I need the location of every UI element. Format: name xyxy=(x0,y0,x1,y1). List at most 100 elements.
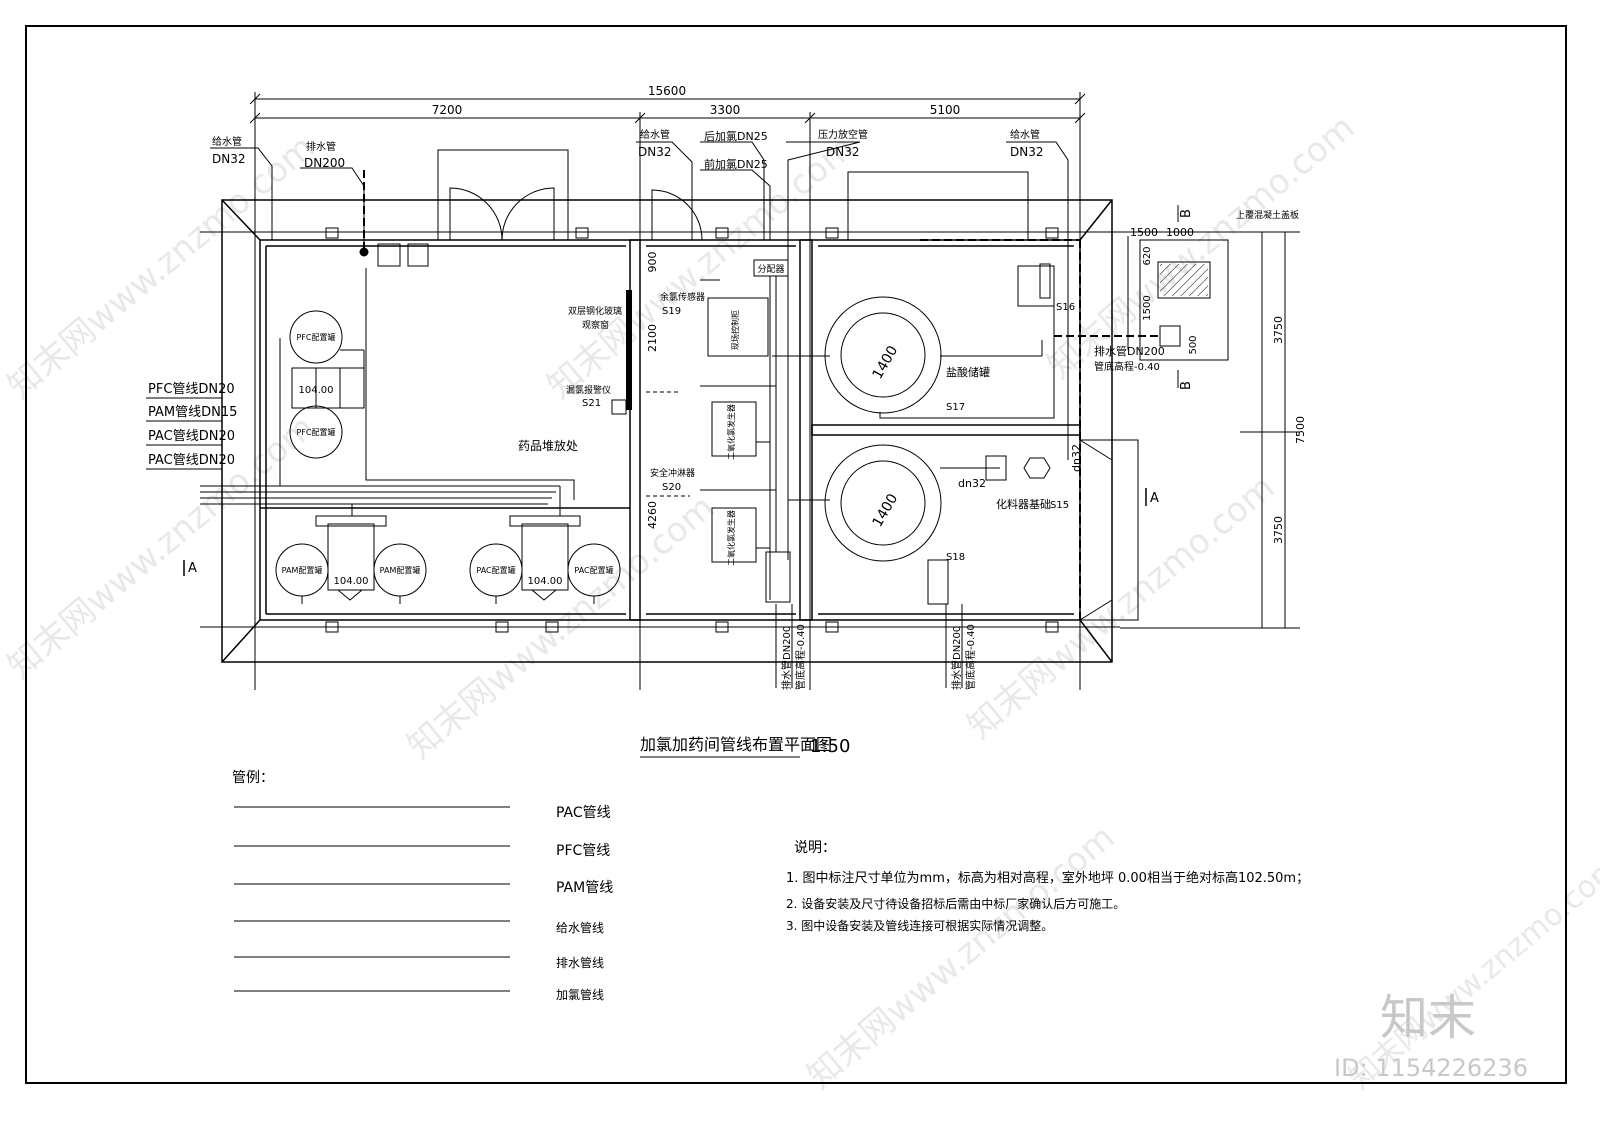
legend-lines xyxy=(234,806,510,992)
section-mark-a-left: A xyxy=(188,561,197,576)
pit-detail xyxy=(1120,205,1300,629)
chlorine-sensor-code: S19 xyxy=(662,306,681,317)
legend-item: PAC管线 xyxy=(556,805,611,821)
left-pipe-tag: PAM管线DN15 xyxy=(148,405,237,420)
window-label: 双层钢化玻璃 xyxy=(568,305,622,317)
alarm-label: 漏氯报警仪 xyxy=(566,384,611,396)
legend-heading: 管例： xyxy=(232,770,274,786)
watermark-logo: 知末 xyxy=(1380,990,1476,1046)
section-mark-b-bottom: B xyxy=(1179,381,1194,390)
storage-label: 药品堆放处 xyxy=(518,438,578,453)
s17-code: S17 xyxy=(946,402,965,413)
section-mark-a-right: A xyxy=(1150,491,1159,506)
pit-dim-1500: 1500 xyxy=(1130,226,1158,239)
shower-code: S20 xyxy=(662,482,681,493)
tank-dim-1: 1400 xyxy=(870,343,902,382)
legend-item: 给水管线 xyxy=(556,920,604,935)
dim-total: 15600 xyxy=(648,84,686,98)
pipe-tag-post-chlorine: 后加氯DN25 xyxy=(704,129,768,143)
left-pipe-tag: PAC管线DN20 xyxy=(148,453,235,468)
wall-columns xyxy=(325,227,1059,633)
cio2-generator-label: 二氧化氯发生器 xyxy=(726,510,736,566)
dim-seg2: 3300 xyxy=(710,103,741,117)
pfc-tank-label: PFC配置罐 xyxy=(296,332,335,342)
note-item: 1. 图中标注尺寸单位为mm，标高为相对高程，室外地坪 0.00相当于绝对标高1… xyxy=(786,870,1309,886)
drawing-scale: 1:50 xyxy=(810,736,850,757)
door-single xyxy=(651,189,703,241)
note-item: 2. 设备安装及尺寸待设备招标后需由中标厂家确认后方可施工。 xyxy=(786,896,1125,911)
pam-tank-label: PAM配置罐 xyxy=(380,565,421,575)
pit-hatch xyxy=(1160,264,1208,296)
left-room-equipment xyxy=(200,243,690,604)
pipe-tag-pre-chlorine: 前加氯DN25 xyxy=(704,157,768,171)
pipe-tag-water-left: 给水管 xyxy=(212,135,242,148)
annex-right-lower xyxy=(1079,439,1139,621)
pit-dim-1000: 1000 xyxy=(1166,226,1194,239)
drain-bottom-1: 排水管DN200 xyxy=(780,626,793,690)
dn32-tag-vertical: dn32 xyxy=(1070,444,1083,472)
building-walls xyxy=(221,199,1113,663)
window-label: 观察窗 xyxy=(582,319,609,331)
middle-room-equipment xyxy=(700,259,830,688)
tank-dim-2: 1400 xyxy=(870,491,902,530)
legend-item: PFC管线 xyxy=(556,843,610,859)
legend-item: 排水管线 xyxy=(556,955,604,970)
notes-heading: 说明： xyxy=(794,840,836,856)
drain-bottom-2: 排水管DN200 xyxy=(950,626,963,690)
dim-right-3750b: 3750 xyxy=(1272,516,1285,544)
dim-left-2100: 2100 xyxy=(646,324,659,352)
drain-right: 排水管DN200 xyxy=(1094,344,1165,358)
pipe-tag-water-right-size: DN32 xyxy=(1010,145,1044,159)
dim-right-3750a: 3750 xyxy=(1272,316,1285,344)
pipe-tag-drain-left: 排水管 xyxy=(306,140,336,153)
distributor-label: 分配器 xyxy=(757,264,784,275)
pit-slab-label: 上覆混凝土盖板 xyxy=(1236,209,1299,221)
watermark-text: 知末网www.znzmo.com xyxy=(1040,107,1362,386)
pac-platform-elev: 104.00 xyxy=(528,576,563,587)
drawing-frame xyxy=(25,25,1567,1084)
left-pipe-tag: PFC管线DN20 xyxy=(148,382,235,397)
pipe-tag-water-mid-size: DN32 xyxy=(638,145,672,159)
right-room-equipment xyxy=(824,239,1160,688)
pit-dim-500: 500 xyxy=(1188,335,1199,354)
pipe-tag-drain-left-size: DN200 xyxy=(304,156,345,170)
pfc-tank-label: PFC配置罐 xyxy=(296,427,335,437)
dim-seg3: 5100 xyxy=(930,103,961,117)
pipe-tag-water-left-size: DN32 xyxy=(212,152,246,166)
drain-bottom-2-elev: 管底高程-0.40 xyxy=(964,624,977,690)
pac-tank-label: PAC配置罐 xyxy=(476,565,515,575)
pipe-leaders-top xyxy=(210,141,1069,560)
dim-left-900: 900 xyxy=(646,252,659,273)
dim-left-4260: 4260 xyxy=(646,501,659,529)
pipe-tag-water-right: 给水管 xyxy=(1010,128,1040,141)
watermark-text: 知末网www.znzmo.com xyxy=(0,407,322,686)
left-pipe-tag: PAC管线DN20 xyxy=(148,429,235,444)
left-pipe-tags: PFC管线DN20 PAM管线DN15 PAC管线DN20 PAC管线DN20 xyxy=(146,382,237,470)
pam-platform-elev: 104.00 xyxy=(334,576,369,587)
control-cabinet-label: 现场控制柜 xyxy=(730,310,740,350)
alarm-code: S21 xyxy=(582,398,601,409)
dim-seg1: 7200 xyxy=(432,103,463,117)
drain-bottom-1-elev: 管底高程-0.40 xyxy=(794,624,807,690)
watermark-id: ID: 1154226236 xyxy=(1334,1054,1528,1082)
pam-tank-label: PAM配置罐 xyxy=(282,565,323,575)
watermark-text: 知末网www.znzmo.com xyxy=(800,817,1122,1096)
drain-right-elev: 管底高程-0.40 xyxy=(1094,360,1160,373)
dn32-tag: dn32 xyxy=(958,477,986,490)
legend-item: PAM管线 xyxy=(556,880,613,896)
dissolver-label: 化料器基础 xyxy=(996,497,1051,511)
cio2-generator-label: 二氧化氯发生器 xyxy=(726,404,736,460)
pfc-platform-elev: 104.00 xyxy=(299,385,334,396)
dimension-chain-top xyxy=(249,92,1086,690)
pipe-tag-vent-size: DN32 xyxy=(826,145,860,159)
dim-right-7500: 7500 xyxy=(1294,416,1307,444)
pit-dim-1500b: 1500 xyxy=(1142,295,1153,320)
watermark-text: 知末网www.znzmo.com xyxy=(0,127,322,406)
chlorine-sensor-label: 余氯传感器 xyxy=(660,291,705,303)
door-double xyxy=(437,149,569,241)
acid-tank-label: 盐酸储罐 xyxy=(946,365,990,379)
s15-code: S15 xyxy=(1050,500,1069,511)
section-mark-b-top: B xyxy=(1179,209,1194,218)
s16-code: S16 xyxy=(1056,302,1075,313)
